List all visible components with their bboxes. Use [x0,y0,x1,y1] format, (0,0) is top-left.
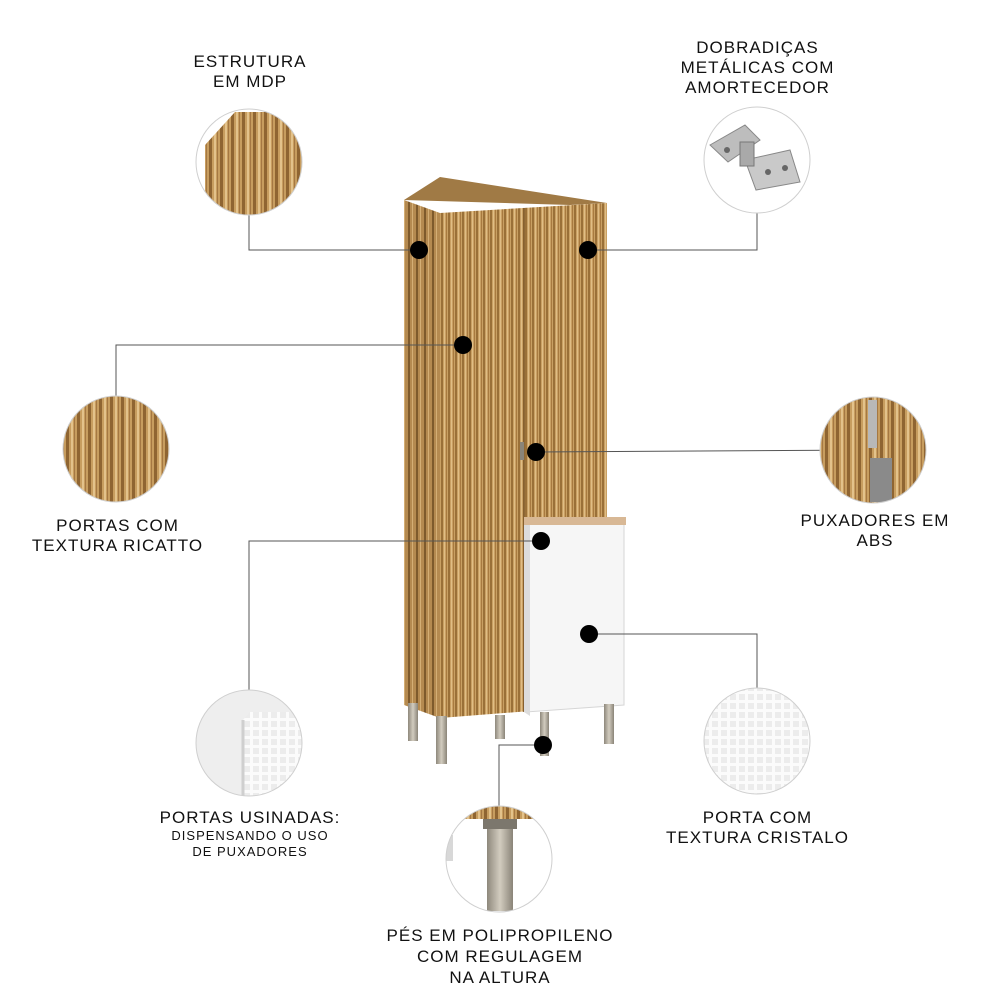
label-portas-usinadas: PORTAS USINADAS: DISPENSANDO O USO DE PU… [150,808,350,860]
label-pes: PÉS EM POLIPROPILENO COM REGULAGEM NA AL… [385,925,615,988]
label-title: PORTAS USINADAS: [159,808,341,827]
marker-puxadores[interactable] [527,443,545,461]
label-line: ABS [856,531,894,550]
label-line: PÉS EM POLIPROPILENO [386,926,614,945]
wardrobe-illustration [404,177,626,764]
marker-estrutura[interactable] [410,241,428,259]
detail-puxador-image [819,396,927,504]
label-line: METÁLICAS COM [680,58,835,77]
label-puxadores: PUXADORES EM ABS [790,511,960,551]
label-line: NA ALTURA [449,968,551,987]
markers [410,241,598,754]
marker-portas-usinadas[interactable] [532,532,550,550]
label-portas-ricatto: PORTAS COM TEXTURA RICATTO [20,516,215,556]
label-dobradicas: DOBRADIÇAS METÁLICAS COM AMORTECEDOR [650,38,865,98]
detail-estrutura-image [195,108,303,216]
detail-cristalo-image [703,687,811,795]
marker-porta-cristalo[interactable] [580,625,598,643]
detail-usinada-image [195,689,303,797]
label-line: PUXADORES EM [800,511,950,530]
marker-pes[interactable] [534,736,552,754]
label-line: COM REGULAGEM [416,947,584,966]
detail-pes-image [445,805,553,913]
label-line: TEXTURA CRISTALO [666,828,849,847]
label-line: DISPENSANDO O USO [171,828,329,843]
label-line: PORTAS COM [56,516,179,535]
marker-portas-ricatto[interactable] [454,336,472,354]
leader-lines [115,213,874,806]
marker-dobradicas[interactable] [579,241,597,259]
label-line: DE PUXADORES [192,844,308,859]
label-line: EM MDP [213,72,287,91]
label-estrutura: ESTRUTURA EM MDP [160,52,340,92]
label-line: DOBRADIÇAS [696,38,819,57]
detail-ricatto-image [62,395,170,503]
label-line: AMORTECEDOR [685,78,830,97]
detail-dobradica-image [703,106,811,214]
label-line: TEXTURA RICATTO [31,536,204,555]
label-porta-cristalo: PORTA COM TEXTURA CRISTALO [655,808,860,848]
label-line: PORTA COM [702,808,813,827]
label-line: ESTRUTURA [193,52,307,71]
